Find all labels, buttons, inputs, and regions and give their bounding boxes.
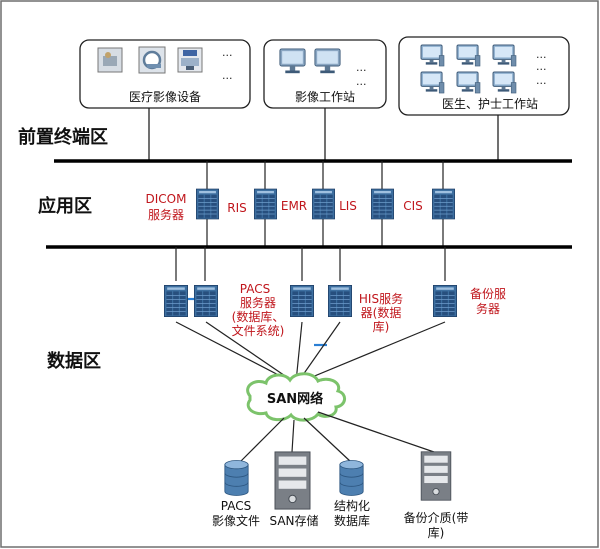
- lis-label: LIS: [339, 199, 357, 213]
- medical-devices-box: ... ... 医疗影像设备: [79, 39, 251, 109]
- pacs-files-db-icon: [224, 460, 249, 496]
- pacs-files-label-2: 影像文件: [212, 513, 260, 528]
- structured-db-label-1: 结构化: [334, 498, 370, 513]
- zone-label-data: 数据区: [47, 350, 101, 372]
- ellipsis-6: ...: [536, 60, 547, 73]
- pacs-server-icon-2: [194, 284, 218, 318]
- dicom-label-1: DICOM: [146, 192, 187, 206]
- backup-media-label-1: 备份介质(带: [404, 511, 469, 525]
- his-label-2: 器(数据: [361, 305, 402, 320]
- dicom-server-icon: [196, 188, 219, 220]
- imaging-workstation-label: 影像工作站: [295, 90, 355, 104]
- front-connectors: [148, 108, 499, 160]
- ellipsis-5: ...: [536, 48, 547, 61]
- pacs-label-4: 文件系统): [232, 323, 285, 338]
- ellipsis-7: ...: [536, 74, 547, 87]
- cis-label: CIS: [403, 199, 423, 213]
- backup-label-2: 务器: [476, 301, 500, 316]
- his-server-icon-1: [290, 284, 314, 318]
- dicom-label-2: 服务器: [148, 207, 184, 222]
- backup-server-icon: [433, 284, 457, 318]
- san-storage-label: SAN存储: [269, 513, 318, 528]
- structured-db-icon: [339, 460, 364, 496]
- structured-db-label-2: 数据库: [334, 513, 370, 528]
- data-bus-connectors: [175, 247, 446, 281]
- his-server-icon-2: [328, 284, 352, 318]
- emr-label: EMR: [281, 199, 307, 213]
- zone-label-front: 前置终端区: [18, 126, 108, 148]
- san-network-label: SAN网络: [267, 391, 323, 407]
- ris-server-icon: [254, 188, 277, 220]
- ris-label: RIS: [227, 201, 247, 215]
- cis-server-icon-1: [371, 188, 394, 220]
- san-connectors: [175, 321, 446, 383]
- pacs-files-label-1: PACS: [221, 499, 251, 513]
- pacs-label-3: (数据库、: [232, 309, 285, 324]
- ct-scanner-icon: [138, 46, 166, 74]
- emr-lis-server-icon: [312, 188, 335, 220]
- doctor-nurse-box: ... ... ... 医生、护士工作站: [398, 36, 570, 116]
- backup-label-1: 备份服: [470, 287, 506, 301]
- ellipsis-1: ...: [222, 46, 233, 59]
- mri-machine-icon: [177, 47, 203, 73]
- san-cloud: SAN网络: [246, 372, 346, 422]
- his-label-1: HIS服务: [359, 291, 403, 306]
- san-storage-icon: [274, 451, 311, 510]
- pacs-server-icon-1: [164, 284, 188, 318]
- pacs-label-2: 服务器: [240, 295, 276, 310]
- ellipsis-4: ...: [356, 75, 367, 88]
- imaging-workstation-box: ... ... 影像工作站: [263, 39, 387, 109]
- ellipsis-2: ...: [222, 69, 233, 82]
- his-label-3: 库): [373, 319, 390, 334]
- medical-devices-label: 医疗影像设备: [129, 90, 201, 104]
- medical-device-icon: [97, 47, 123, 73]
- zone-label-app: 应用区: [38, 195, 92, 217]
- cis-server-icon-2: [432, 188, 455, 220]
- storage-connectors: [239, 411, 435, 463]
- pacs-label-1: PACS: [240, 282, 270, 296]
- backup-media-label-2: 库): [428, 525, 445, 540]
- backup-media-icon: [420, 451, 452, 501]
- doctor-nurse-label: 医生、护士工作站: [442, 97, 538, 111]
- ellipsis-3: ...: [356, 61, 367, 74]
